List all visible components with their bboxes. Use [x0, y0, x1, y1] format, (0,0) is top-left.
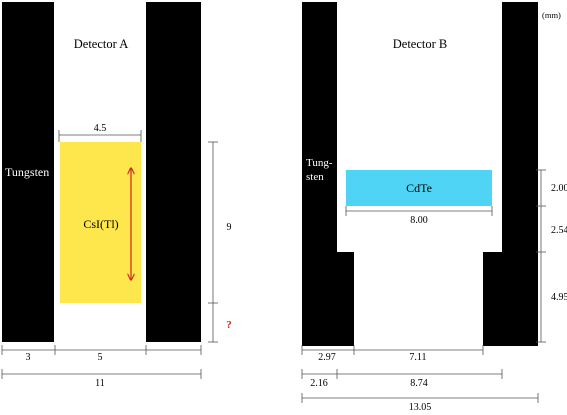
cdte-crystal-label: CdTe — [406, 181, 432, 195]
lower-gap-width-label-b: 7.11 — [409, 352, 426, 363]
tungsten-label-a: Tungsten — [5, 165, 49, 179]
detector-a: Detector A Tungsten 4.5 CsI(Tl) 9 ? — [1, 2, 232, 389]
total-width-label-a: 11 — [95, 378, 105, 389]
bottom-dimension-row2-b: 2.16 8.74 — [301, 369, 503, 389]
unknown-depth-label: ? — [226, 319, 232, 331]
total-width-label-b: 13.05 — [409, 402, 432, 413]
height-label-a: 9 — [227, 222, 232, 233]
detector-b-title: Detector B — [393, 37, 448, 51]
upper-gap-width-label-b: 8.74 — [410, 378, 428, 389]
bottom-dimension-row2-a: 11 — [1, 369, 202, 389]
crystal-width-label-a: 4.5 — [94, 123, 107, 134]
tungsten-wall-left-a — [2, 2, 54, 342]
csi-crystal-label: CsI(Tl) — [83, 217, 118, 231]
bottom-dimension-row3-b: 13.05 — [301, 393, 539, 413]
crystal-width-label-b: 8.00 — [410, 215, 428, 226]
detector-a-title: Detector A — [74, 37, 129, 51]
crystal-width-dimension-b: 8.00 — [345, 206, 493, 226]
wall-thickness-label-a: 3 — [26, 352, 31, 363]
bottom-dimension-row1-b: 2.97 7.11 — [301, 345, 484, 363]
crystal-thickness-label-b: 2.00 — [551, 183, 567, 194]
tungsten-wall-left-b — [302, 2, 354, 346]
gap-width-label-a: 5 — [98, 352, 103, 363]
tungsten-wall-right-a — [146, 2, 201, 342]
upper-wall-thickness-label-b: 2.16 — [310, 378, 328, 389]
gap-below-crystal-label-b: 2.54 — [551, 225, 567, 236]
cdte-crystal — [346, 170, 492, 206]
unit-label: (mm) — [542, 10, 561, 20]
tungsten-wall-right-b — [483, 2, 538, 346]
detector-b: Detector B (mm) Tung- sten CdTe 8.00 2.0… — [301, 2, 567, 413]
collimator-depth-label-b: 4.95 — [551, 292, 567, 303]
height-dimension-b: 2.00 2.54 4.95 — [536, 169, 567, 343]
bottom-dimension-row1-a: 3 5 — [1, 345, 202, 363]
crystal-width-dimension-a: 4.5 — [58, 123, 142, 142]
height-dimension-a: 9 ? — [208, 141, 232, 343]
tungsten-label-b-line1: Tung- — [306, 157, 333, 169]
tungsten-label-b-line2: sten — [306, 171, 324, 183]
lower-wall-thickness-label-b: 2.97 — [318, 352, 336, 363]
